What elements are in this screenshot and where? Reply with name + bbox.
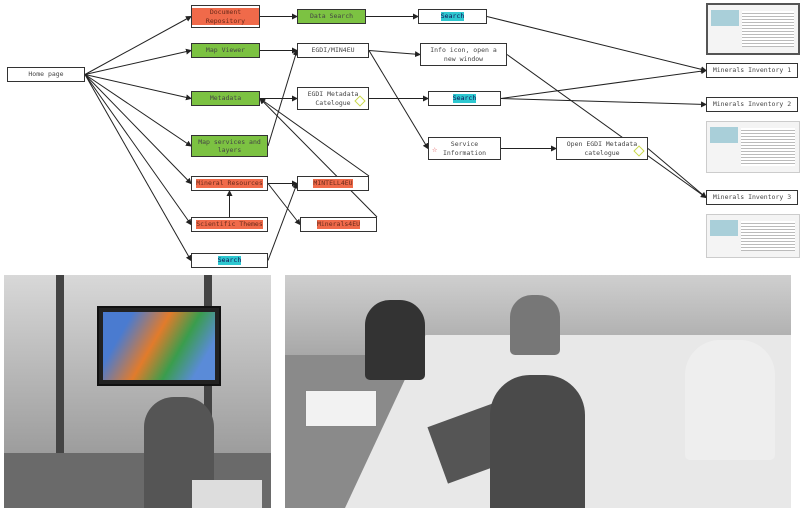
node-search-left: Search: [191, 253, 268, 268]
node-label: Minerals Inventory 3: [712, 193, 792, 202]
node-label: Mineral Resources: [196, 179, 263, 188]
edge-home-to-scientific_themes: [84, 74, 192, 226]
node-label: Open EGDI Metadata catelogue: [566, 140, 638, 157]
edge-home-to-mineral_resources: [84, 74, 192, 185]
node-label: Scientific Themes: [196, 220, 263, 229]
edge-search_left-to-mintell4eu: [267, 182, 299, 261]
node-metadata: Metadata: [191, 91, 260, 106]
node-label: Map Viewer: [205, 46, 246, 55]
node-label: Info icon, open a new window: [430, 46, 497, 63]
node-data-search: Data Search: [297, 9, 366, 24]
edge-home-to-metadata: [84, 74, 192, 101]
node-service-information: ☆ Service Information: [428, 137, 501, 160]
node-label: EGDI/MIN4EU: [311, 46, 355, 55]
node-open-egdi-catalogue: Open EGDI Metadata catelogue: [556, 137, 648, 160]
star-icon: ☆: [432, 145, 438, 155]
node-scientific-themes: Scientific Themes: [191, 217, 268, 232]
node-label: Document Repository: [192, 8, 259, 25]
node-label: Minerals Inventory 2: [712, 100, 792, 109]
node-label: Minerals4EU: [316, 220, 361, 229]
workshop-photo-presenter: [4, 275, 271, 508]
node-egdi-min4eu: EGDI/MIN4EU: [297, 43, 369, 58]
node-mineral-resources: Mineral Resources: [191, 176, 268, 191]
node-minerals-inventory-1: Minerals Inventory 1: [706, 63, 798, 78]
node-label: Metadata: [209, 94, 242, 103]
edge-egdi_min4eu-to-info_icon: [368, 50, 421, 58]
node-home-page: Home page: [7, 67, 85, 82]
edge-search_mid-to-inv2: [500, 98, 707, 108]
edge-mineral_resources-to-minerals4eu: [267, 183, 301, 226]
edge-open_egdi-to-inv3: [647, 148, 707, 199]
workshop-photo-table: [285, 275, 791, 508]
node-document-repository: Document Repository: [191, 5, 260, 28]
node-minerals-inventory-2: Minerals Inventory 2: [706, 97, 798, 112]
edge-minerals4eu-to-metadata: [259, 97, 378, 218]
edge-home-to-search_left: [84, 74, 192, 262]
node-egdi-metadata-catalogue: EGDI Metadata Catelogue: [297, 87, 369, 110]
node-label: Map services and layers: [198, 137, 261, 154]
node-label: Data Search: [309, 12, 354, 21]
node-label: Search: [440, 12, 465, 21]
edge-home-to-doc_repo: [84, 16, 192, 75]
edge-info_icon-to-inv3: [506, 54, 707, 199]
node-search-mid: Search: [428, 91, 501, 106]
node-search-top: Search: [418, 9, 487, 24]
node-label: MINTELL4EU: [313, 179, 353, 188]
inventory-screenshot-thumbnail: [706, 3, 800, 55]
node-minerals4eu: Minerals4EU: [300, 217, 377, 232]
diagram-edges: [84, 13, 707, 262]
node-label: Search: [217, 256, 242, 265]
inventory-screenshot-thumbnail: [706, 214, 800, 258]
node-mintell4eu: MINTELL4EU: [297, 176, 369, 191]
edge-egdi_min4eu-to-service_info: [368, 50, 429, 150]
edge-search_mid-to-inv1: [500, 68, 707, 99]
node-label: Service Information: [442, 140, 487, 157]
inventory-screenshot-thumbnail: [706, 121, 800, 173]
node-map-services: Map services and layers: [191, 135, 268, 157]
edge-mintell4eu-to-metadata: [259, 97, 370, 177]
node-label: EGDI Metadata Catelogue: [307, 90, 359, 107]
tv-screen: [97, 306, 221, 386]
node-label: Home page: [28, 70, 64, 79]
edge-home-to-map_viewer: [84, 48, 192, 75]
node-map-viewer: Map Viewer: [191, 43, 260, 58]
edge-search_top-to-inv1: [486, 16, 707, 73]
node-info-icon: Info icon, open a new window: [420, 43, 507, 66]
node-minerals-inventory-3: Minerals Inventory 3: [706, 190, 798, 205]
node-label: Search: [452, 94, 477, 103]
node-label: Minerals Inventory 1: [712, 66, 792, 75]
edge-home-to-map_services: [84, 74, 192, 147]
